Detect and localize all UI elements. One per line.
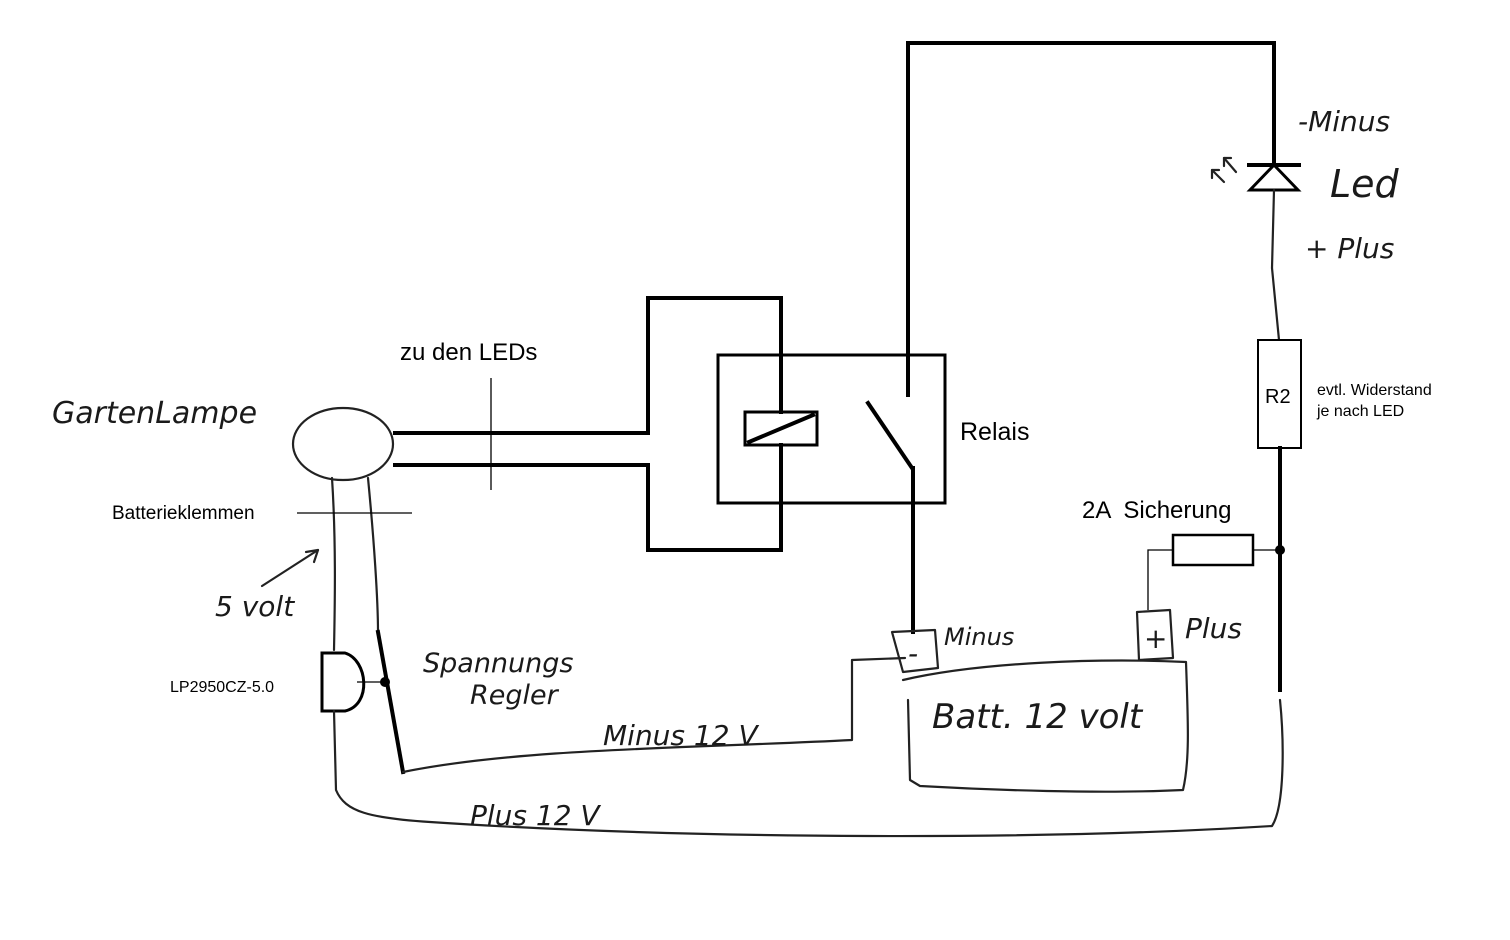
label-sicherung: 2A Sicherung: [1082, 497, 1231, 524]
hand-led: Led: [1330, 162, 1400, 206]
garden-lamp: [291, 406, 395, 482]
battery-minus-terminal: [890, 628, 940, 674]
label-widerstand-line1: evtl. Widerstand: [1317, 382, 1432, 399]
resistor-r2: [1257, 339, 1302, 449]
junction-dot: [1275, 545, 1285, 555]
label-regler-part: LP2950CZ-5.0: [170, 679, 274, 696]
label-r2: R2: [1265, 386, 1291, 408]
relay-coil-wiring: [393, 296, 783, 435]
label-widerstand-line2: je nach LED: [1316, 403, 1404, 420]
led-symbol: [1246, 123, 1302, 342]
led-light-arrows-icon: [1210, 156, 1238, 184]
hand-plus-top: + Plus: [1305, 232, 1394, 265]
hand-plus-battery: Plus: [1185, 612, 1242, 645]
hand-minus-12v: Minus 12 V: [603, 719, 759, 752]
relay-switch: [865, 400, 915, 634]
five-volt-arrow-icon: [260, 548, 320, 588]
voltage-regulator: [320, 651, 366, 713]
relay-coil-wiring-lower: [393, 443, 783, 552]
hand-battery: Batt. 12 volt: [932, 697, 1144, 737]
hand-plus-12v: Plus 12 V: [470, 799, 601, 832]
lamp-wire-right: [366, 476, 380, 634]
relay-box: [716, 353, 947, 505]
hand-gartenlampe: GartenLampe: [52, 396, 257, 431]
hand-minus-battery: Minus: [944, 623, 1014, 651]
battery-plus-terminal: [1135, 608, 1175, 662]
relay-coil: [743, 410, 819, 447]
hand-minus-top: -Minus: [1298, 105, 1390, 138]
wire-relay-to-led: [906, 41, 1276, 397]
wire-plus-12v: [332, 698, 1284, 838]
lamp-wire-left: [330, 476, 336, 652]
label-zu-den-leds: zu den LEDs: [400, 339, 537, 366]
fuse-2a: [1171, 533, 1255, 567]
battery-body: [901, 659, 1189, 793]
wire-minus-12v: [375, 629, 406, 775]
hand-spannungs: Spannungs: [423, 648, 573, 679]
label-relais: Relais: [960, 418, 1029, 446]
label-batterieklemmen: Batterieklemmen: [112, 503, 255, 524]
hand-regler: Regler: [470, 680, 560, 711]
wire-minus-12v-run: [401, 656, 907, 774]
wire-fuse-to-battery-plus: [1147, 549, 1173, 610]
hand-battery-plus-sign: +: [1144, 622, 1167, 655]
hand-5-volt: 5 volt: [215, 590, 295, 623]
hand-battery-minus-sign: -: [908, 637, 918, 670]
